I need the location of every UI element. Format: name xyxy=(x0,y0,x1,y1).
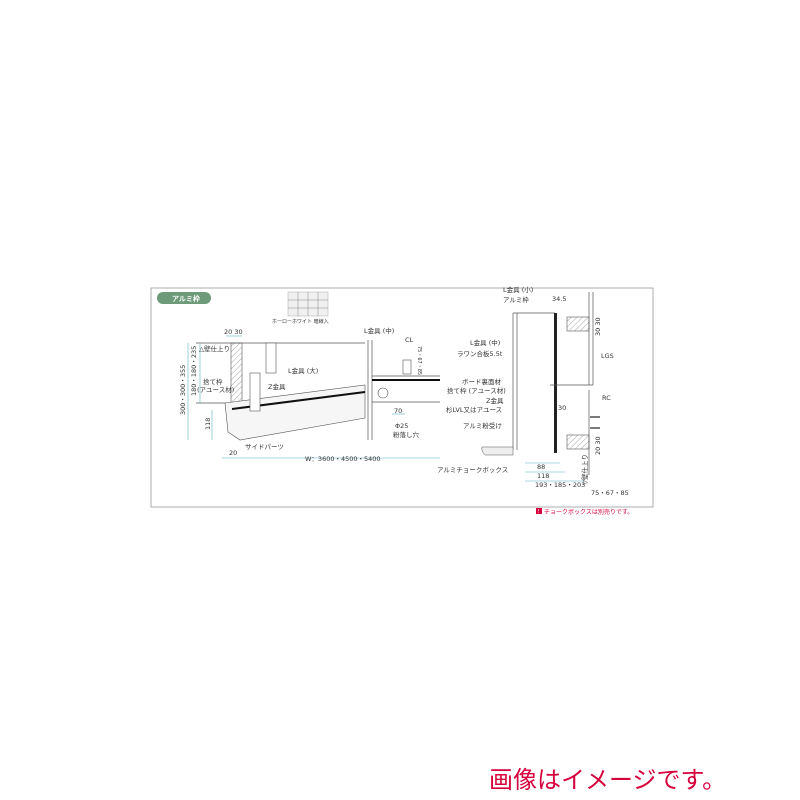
hole-sub-label: 粉落し穴 xyxy=(393,430,420,439)
dim-offset: 75・67・85 xyxy=(591,489,629,497)
l-bracket-mid-label-left: L金具 (中) xyxy=(364,326,394,335)
outer-dims: 300・300・355 xyxy=(179,365,187,415)
dim-118-right: 118 xyxy=(537,472,549,480)
swatch-label: ホーローホワイト 暗線入 xyxy=(272,318,329,325)
dim-30: 30 xyxy=(558,404,566,412)
width-dims: W：3600・4500・5400 xyxy=(305,455,381,463)
plywood-label: ラワン合板5.5t xyxy=(457,349,503,358)
alu-frame-label: アルミ枠 xyxy=(503,295,529,304)
section-badge xyxy=(157,292,211,304)
section-badge-label: アルミ枠 xyxy=(172,294,200,303)
right-section xyxy=(481,292,600,482)
wall-finish-right: ▽壁仕上り xyxy=(580,454,589,485)
rc-label: RC xyxy=(602,394,611,402)
chalk-box-label: アルミチョークボックス xyxy=(437,466,508,474)
l-bracket-mid-label-right: L金具 (中) xyxy=(470,338,500,347)
left-elevation xyxy=(187,335,440,459)
image-disclaimer-caption: 画像はイメージです。 xyxy=(489,766,727,794)
dim-3030-top: 30 30 xyxy=(594,317,602,336)
hole-label: Φ25 xyxy=(395,422,408,430)
dim-118-left: 118 xyxy=(204,418,212,430)
dim-vertical: 75・67・85 xyxy=(416,346,422,375)
lvl-label: 杉LVL又はアユース xyxy=(446,405,502,414)
height-dims: 180・180・235 xyxy=(190,346,198,396)
l-bracket-small-label: L金具 (小) xyxy=(503,285,533,294)
dim-20: 20 xyxy=(229,449,237,457)
dim-70: 70 xyxy=(394,407,402,415)
wall-finish-label: △壁仕上り xyxy=(199,344,230,353)
dim-88: 88 xyxy=(537,463,545,471)
alu-tray-label: アルミ粉受け xyxy=(463,421,502,430)
board-backing-label: ボード裏面材 xyxy=(462,377,502,386)
z-bracket-label: Z金具 xyxy=(268,382,286,391)
dim-depth: 193・185・203 xyxy=(535,481,585,489)
l-bracket-large-label: L金具 (大) xyxy=(288,366,318,375)
note-icon xyxy=(536,508,542,514)
dim-2030-right: 20 30 xyxy=(594,436,602,455)
cl-label: CL xyxy=(405,336,414,344)
lgs-label: LGS xyxy=(601,352,614,360)
side-parts-label: サイドパーツ xyxy=(245,443,284,451)
note-text: チョークボックスは別売りです。 xyxy=(544,508,633,516)
dim-345: 34.5 xyxy=(552,295,566,303)
note-icon-glyph: ! xyxy=(538,509,540,515)
z-bracket-label-right: Z金具 xyxy=(486,396,504,405)
base-frame-label: 捨て枠 xyxy=(203,377,223,386)
base-frame-label-right: 捨て枠 (アユース材) xyxy=(447,386,506,395)
base-frame-sub-label: (アユース材) xyxy=(197,385,234,394)
dim-2030: 20 30 xyxy=(224,328,243,336)
